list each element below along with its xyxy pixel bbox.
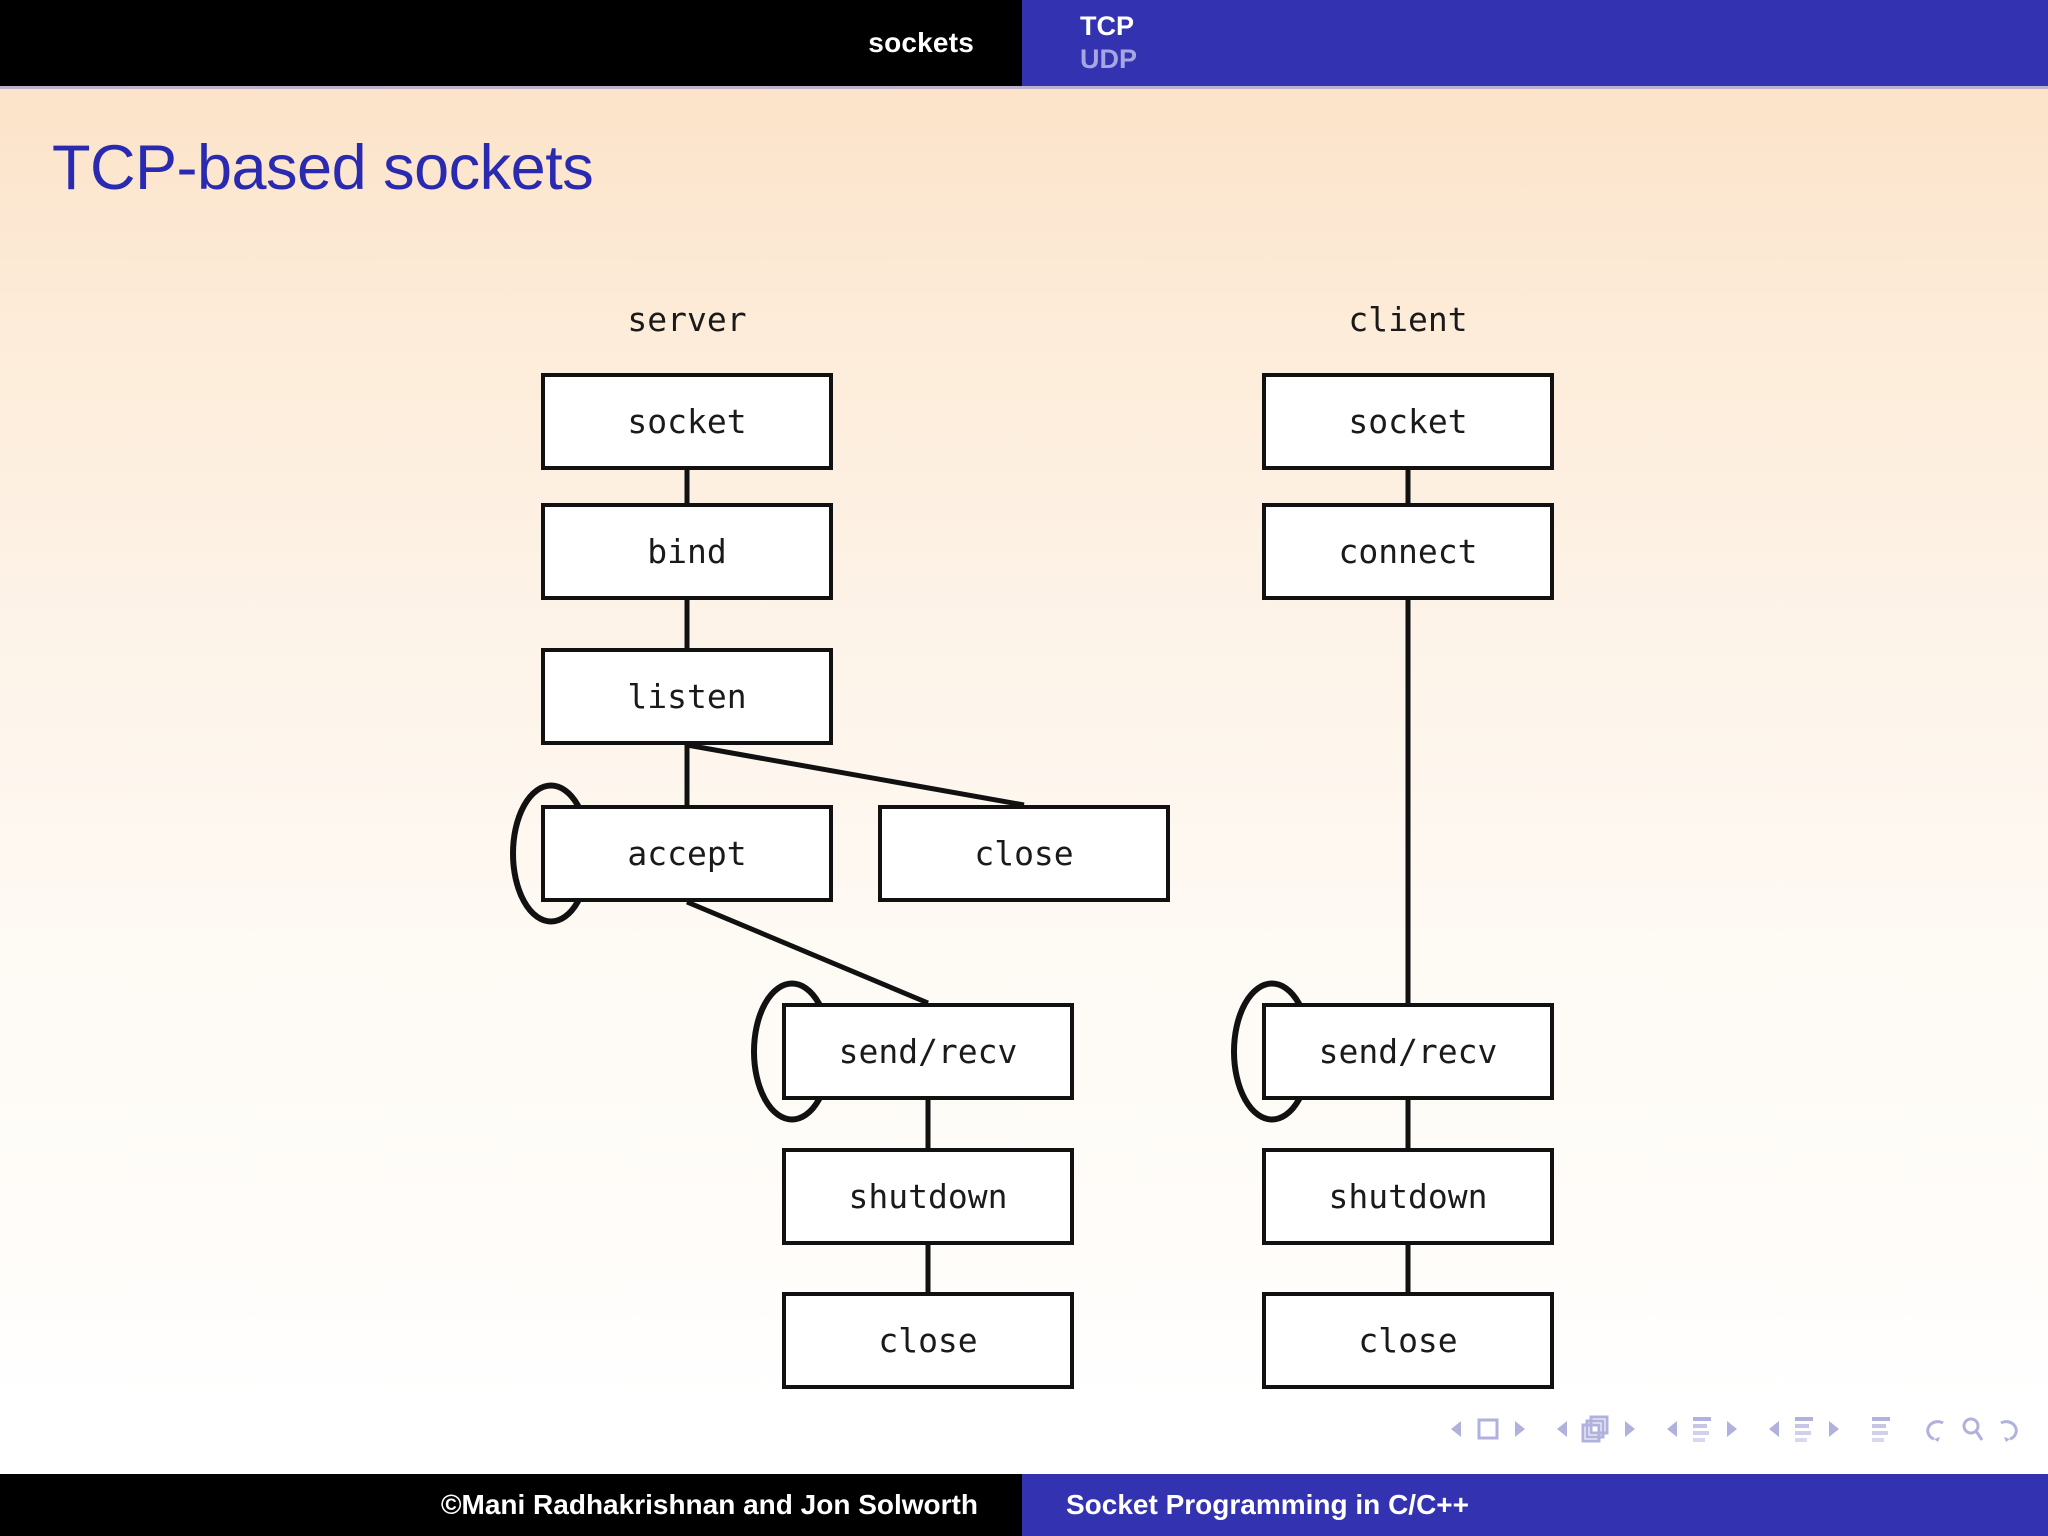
node-srv-listen: listen xyxy=(541,648,833,745)
doc-nav-group xyxy=(1920,1414,2024,1444)
node-label: shutdown xyxy=(1328,1177,1488,1216)
prev-section-arrow-icon[interactable] xyxy=(1766,1418,1782,1440)
section-nav-group xyxy=(1766,1414,1842,1444)
header-subsection-udp[interactable]: UDP xyxy=(1080,44,1138,74)
node-label: bind xyxy=(647,532,727,571)
node-srv-close: close xyxy=(782,1292,1074,1389)
node-cli-close: close xyxy=(1262,1292,1554,1389)
edge-srv-listen-to-srv-close-top xyxy=(686,742,1025,808)
node-cli-connect: connect xyxy=(1262,503,1554,600)
node-cli-shutdown: shutdown xyxy=(1262,1148,1554,1245)
node-label: close xyxy=(878,1321,978,1360)
node-label: accept xyxy=(627,834,747,873)
next-subsection-arrow-icon[interactable] xyxy=(1724,1418,1740,1440)
presentation-nav-icon[interactable] xyxy=(1868,1414,1894,1444)
footer-authors-label: ©Mani Radhakrishnan and Jon Solworth xyxy=(440,1489,978,1520)
node-srv-shutdown: shutdown xyxy=(782,1148,1074,1245)
next-section-arrow-icon[interactable] xyxy=(1826,1418,1842,1440)
search-icon[interactable] xyxy=(1959,1414,1985,1444)
column-label-client: client xyxy=(1348,300,1468,339)
prev-subsection-arrow-icon[interactable] xyxy=(1664,1418,1680,1440)
forward-arrow-icon[interactable] xyxy=(1994,1414,2024,1444)
edge-srv-accept-to-srv-sendrecv xyxy=(686,899,929,1006)
section-lines-icon[interactable] xyxy=(1791,1414,1817,1444)
beamer-navigation-symbols xyxy=(1448,1414,2024,1444)
prev-slide-arrow-icon[interactable] xyxy=(1448,1418,1464,1440)
node-srv-close-top: close xyxy=(878,805,1170,902)
node-srv-accept: accept xyxy=(541,805,833,902)
node-label: send/recv xyxy=(838,1032,1018,1071)
slide-header: sockets TCP UDP xyxy=(0,0,2048,86)
subsection-nav-group xyxy=(1664,1414,1740,1444)
node-label: listen xyxy=(627,677,747,716)
slide-nav-group xyxy=(1448,1414,1528,1444)
footer-talk-title: Socket Programming in C/C++ xyxy=(1022,1474,2048,1536)
frame-nav-group xyxy=(1554,1414,1638,1444)
header-underline xyxy=(0,86,2048,89)
frames-stack-icon[interactable] xyxy=(1579,1414,1613,1444)
node-cli-sendrecv: send/recv xyxy=(1262,1003,1554,1100)
next-frame-arrow-icon[interactable] xyxy=(1622,1418,1638,1440)
node-label: close xyxy=(974,834,1074,873)
node-srv-socket: socket xyxy=(541,373,833,470)
prev-frame-arrow-icon[interactable] xyxy=(1554,1418,1570,1440)
footer-talk-title-label: Socket Programming in C/C++ xyxy=(1066,1489,1469,1520)
subsection-lines-icon[interactable] xyxy=(1689,1414,1715,1444)
slide-square-icon[interactable] xyxy=(1473,1414,1503,1444)
node-label: socket xyxy=(627,402,747,441)
node-label: close xyxy=(1358,1321,1458,1360)
node-label: send/recv xyxy=(1318,1032,1498,1071)
page-title: TCP-based sockets xyxy=(52,133,594,203)
node-label: socket xyxy=(1348,402,1468,441)
column-label-server: server xyxy=(627,300,747,339)
header-section-sockets[interactable]: sockets xyxy=(0,0,1022,86)
header-subsection-tcp[interactable]: TCP xyxy=(1080,11,1134,42)
header-section-label: sockets xyxy=(868,27,974,58)
node-srv-sendrecv: send/recv xyxy=(782,1003,1074,1100)
node-label: connect xyxy=(1338,532,1478,571)
footer-authors: ©Mani Radhakrishnan and Jon Solworth xyxy=(0,1474,1022,1536)
node-cli-socket: socket xyxy=(1262,373,1554,470)
node-label: shutdown xyxy=(848,1177,1008,1216)
next-slide-arrow-icon[interactable] xyxy=(1512,1418,1528,1440)
node-srv-bind: bind xyxy=(541,503,833,600)
header-subsection-group: TCP UDP xyxy=(1022,0,2048,86)
back-arrow-icon[interactable] xyxy=(1920,1414,1950,1444)
slide-footer: ©Mani Radhakrishnan and Jon Solworth Soc… xyxy=(0,1474,2048,1536)
